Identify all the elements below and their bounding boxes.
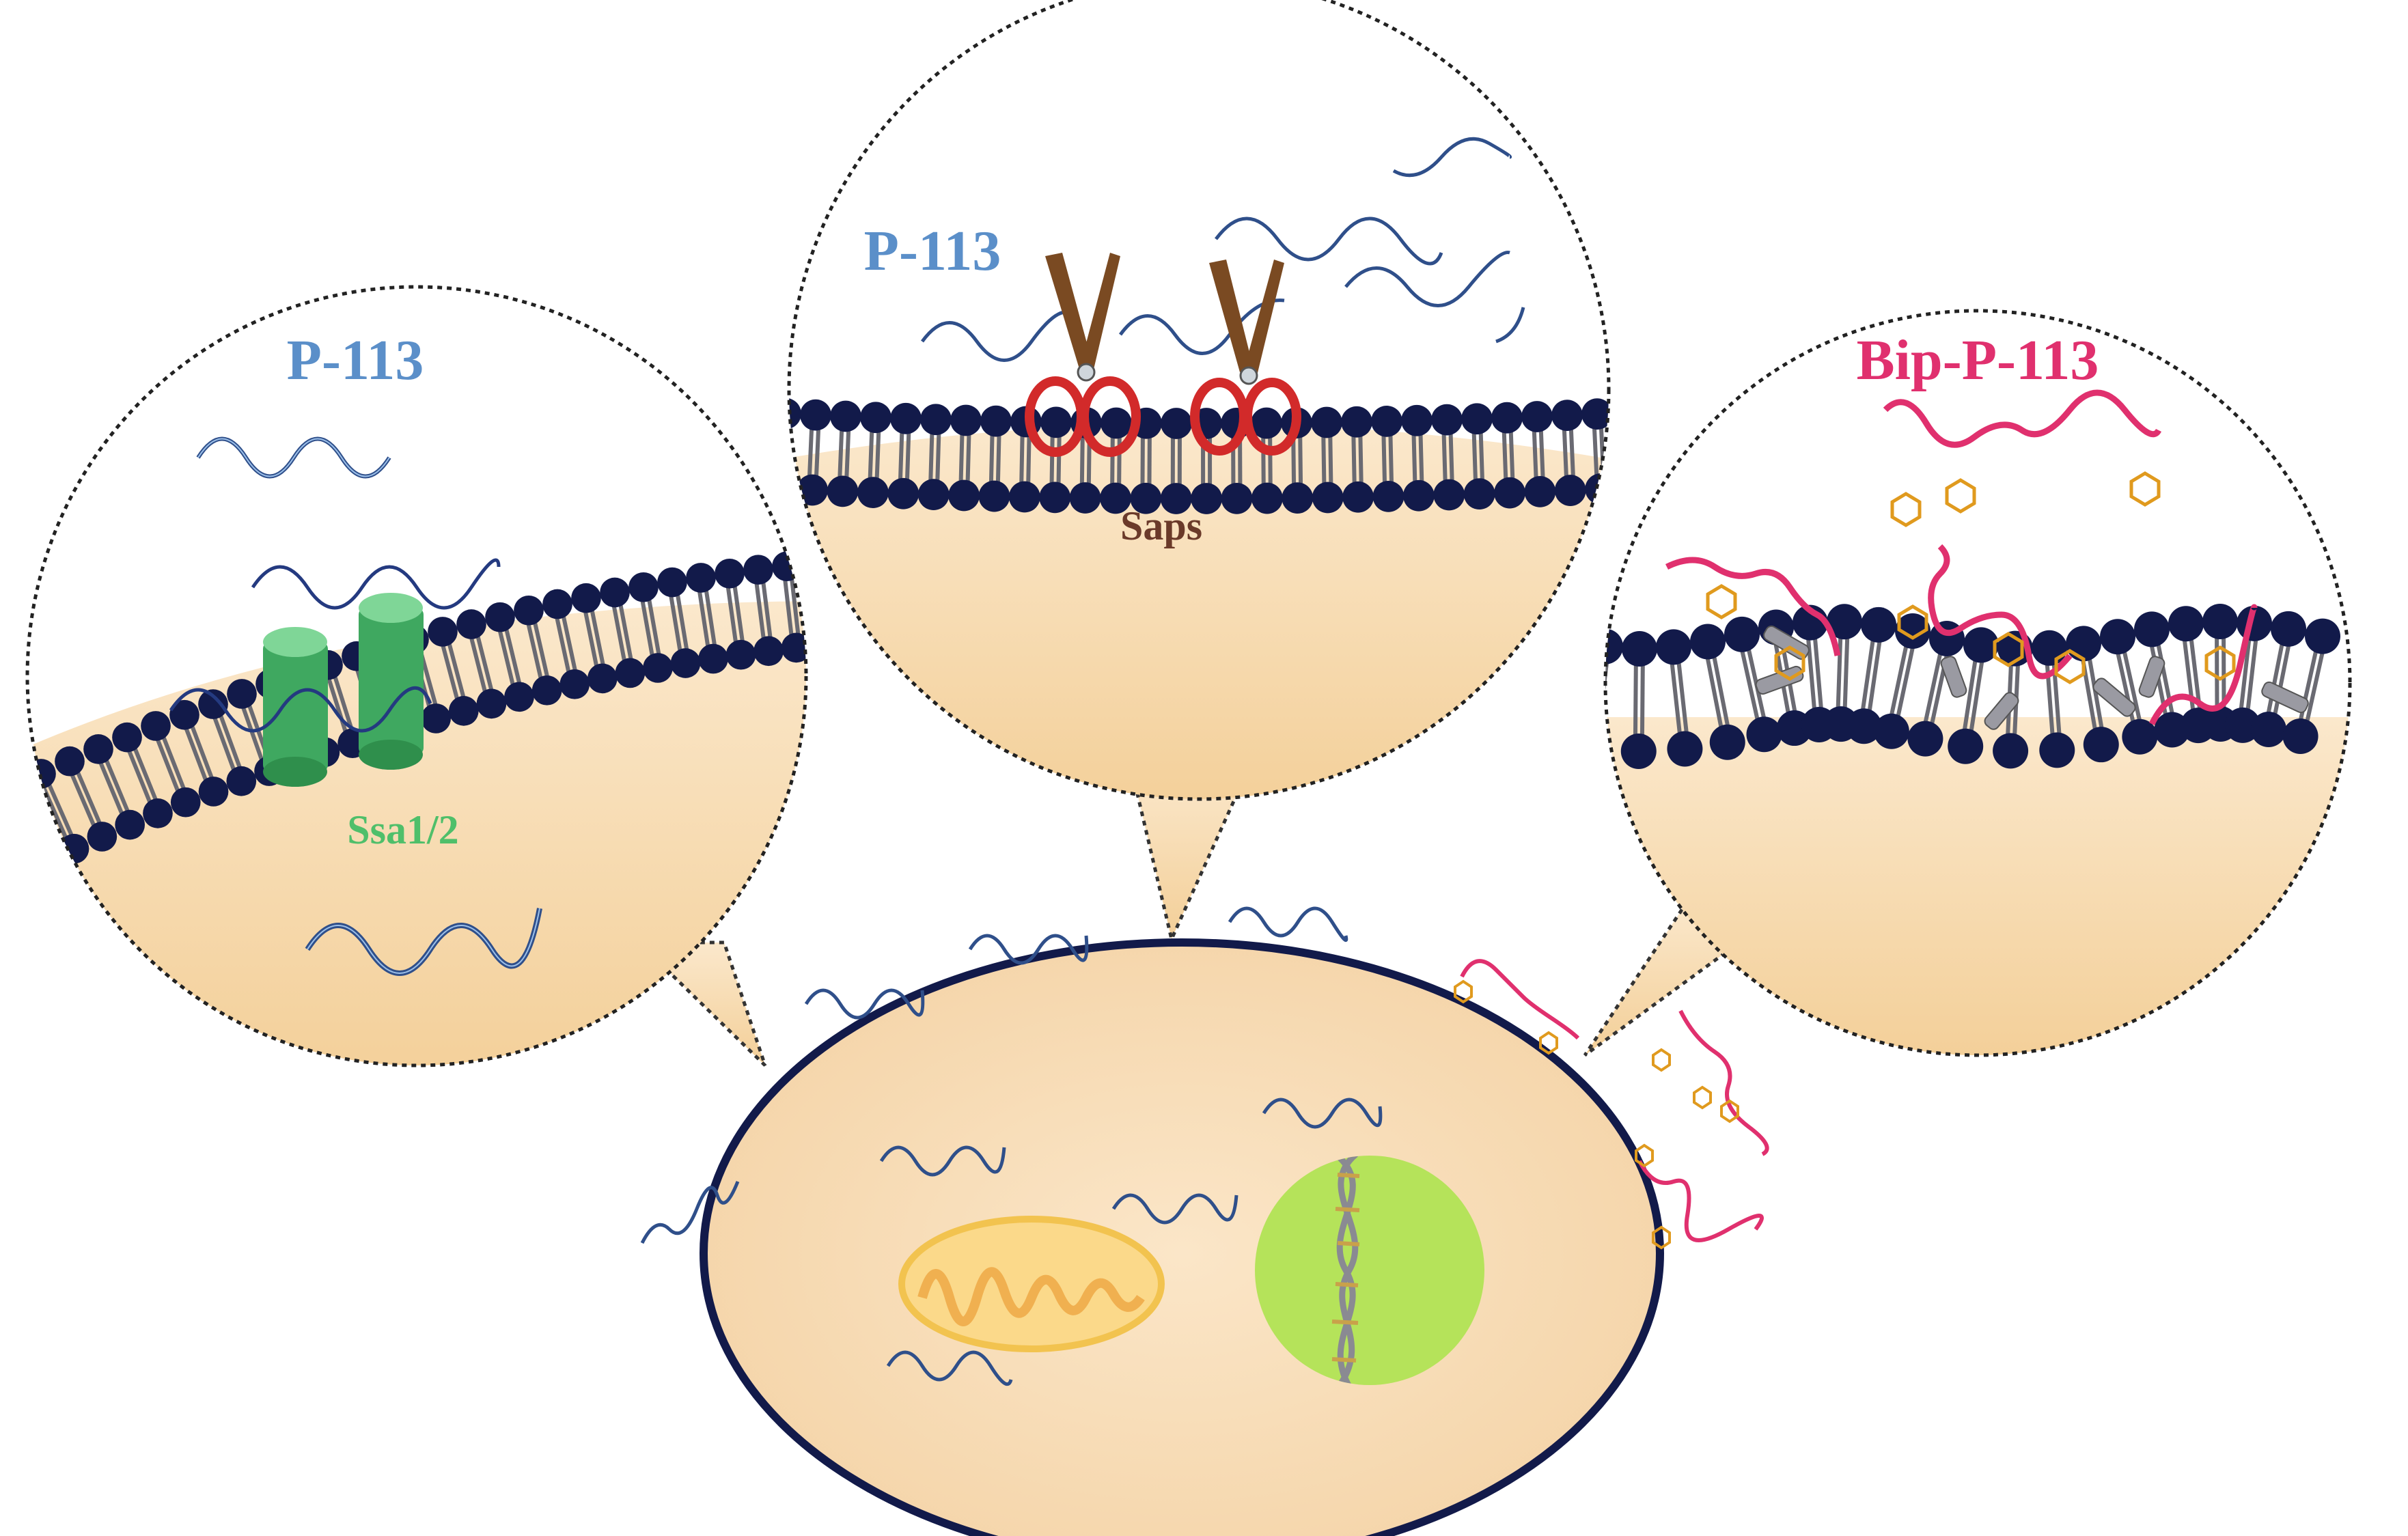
left-peptide-label: P-113 [287, 329, 424, 392]
right-bubble: Bip-P-113 [1603, 309, 2352, 1057]
outside-peptides [640, 906, 1348, 1244]
ssa-label: Ssa1/2 [347, 807, 458, 852]
saps-label: Saps [1120, 503, 1202, 548]
top-bubble: P-113 Saps [787, 0, 1611, 801]
right-peptide-label: Bip-P-113 [1857, 329, 2099, 392]
top-bubble-tail [1128, 763, 1253, 945]
benzene-ring-icon [1706, 471, 2236, 684]
scissors-icon [1190, 260, 1301, 456]
outside-bip-peptides [1460, 959, 1769, 1242]
left-bubble: P-113 Ssa1/2 [25, 285, 808, 1067]
cell [700, 938, 1664, 1536]
scissors-icon [1025, 253, 1141, 457]
mitochondrion-icon [898, 1216, 1165, 1352]
benzene-ring-icon [1454, 979, 1739, 1250]
lipid-bilayer-icon [1605, 604, 2340, 769]
nucleus [1255, 1156, 1484, 1385]
top-peptide-label: P-113 [864, 219, 1001, 283]
dna-helix-icon [1331, 1156, 1360, 1385]
cylinder-channel-icon [263, 593, 424, 787]
